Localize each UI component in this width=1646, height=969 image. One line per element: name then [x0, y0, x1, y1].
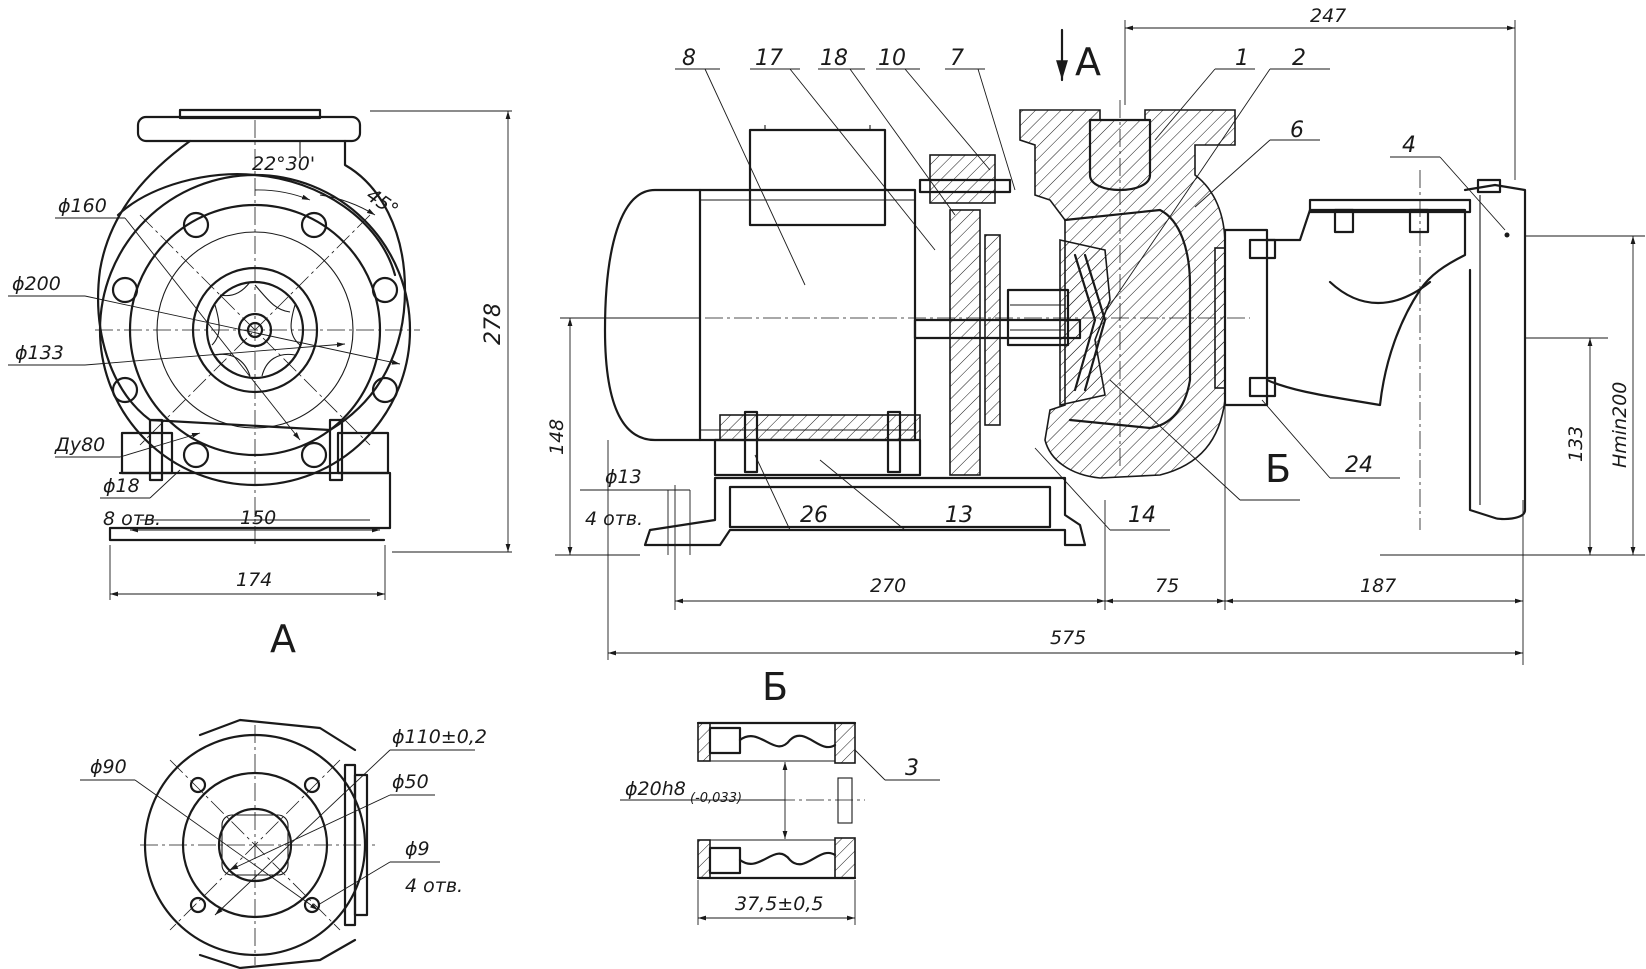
- dim-187: 187: [1360, 575, 1396, 597]
- callout-8: 8: [682, 46, 696, 71]
- dim-d133: ϕ133: [15, 342, 64, 364]
- callout-6: 6: [1290, 118, 1304, 143]
- motor-body: [698, 188, 917, 442]
- dim-d160: ϕ160: [58, 195, 107, 217]
- pump-casing: [1019, 109, 1236, 479]
- callout-13: 13: [945, 503, 973, 528]
- callout-7: 7: [950, 46, 964, 71]
- dim-d20-tol: (-0,033): [690, 791, 742, 806]
- dim-d9: ϕ9: [405, 838, 430, 860]
- section-marker-a: А: [1075, 40, 1101, 84]
- terminal-box: [748, 128, 887, 227]
- view-label-a: А: [270, 617, 296, 661]
- dim-hmin200: Hmin200: [1609, 382, 1631, 468]
- dim-d20h8: ϕ20h8: [625, 778, 686, 800]
- dim-angle-45: 45°: [362, 184, 402, 221]
- dim-174: 174: [236, 569, 272, 591]
- dim-37-5: 37,5±0,5: [735, 893, 823, 915]
- callout-1: 1: [1235, 46, 1249, 71]
- dim-575: 575: [1050, 627, 1086, 649]
- callout-17: 17: [755, 46, 783, 71]
- dim-d50: ϕ50: [392, 771, 429, 793]
- holes-4-flange: 4 отв.: [405, 875, 463, 897]
- detail-b-seal: Б ϕ20h8 (-0,033) 37,5±0,5 3: [620, 665, 940, 925]
- part-callouts: 8 17 18 10 7 1 2 6 4 24 14 13 26: [675, 46, 1506, 531]
- dim-133: 133: [1565, 426, 1587, 462]
- section-marker-b: Б: [1265, 447, 1291, 491]
- motor-end-cap: [603, 188, 702, 442]
- callout-14: 14: [1128, 503, 1156, 528]
- dim-angle-22-30: 22°30': [252, 153, 315, 175]
- dim-148: 148: [546, 419, 568, 455]
- holes-8: 8 отв.: [103, 508, 161, 530]
- base-frame: [643, 476, 1087, 547]
- dim-d13: ϕ13: [605, 466, 642, 488]
- outlet-elbow: [1265, 208, 1467, 407]
- holes-4-base: 4 отв.: [585, 508, 643, 530]
- callout-10: 10: [878, 46, 906, 71]
- dim-278: 278: [481, 303, 506, 345]
- callout-18: 18: [820, 46, 848, 71]
- dim-dn80: Ду80: [54, 434, 105, 456]
- dim-d90: ϕ90: [90, 756, 127, 778]
- dim-75: 75: [1155, 575, 1179, 597]
- callout-26: 26: [800, 503, 828, 528]
- front-view: 278 174 150 ϕ160 ϕ200 ϕ133 22°30' 45° Ду…: [8, 108, 512, 661]
- dim-270: 270: [870, 575, 906, 597]
- dim-150: 150: [240, 507, 276, 529]
- side-section-view: А 247 270 75 187 575 148 ϕ13 4 отв.: [546, 5, 1645, 665]
- dim-d200: ϕ200: [12, 273, 61, 295]
- dim-247: 247: [1310, 5, 1346, 27]
- dim-d18: ϕ18: [103, 475, 140, 497]
- dim-d110: ϕ110±0,2: [392, 726, 487, 748]
- callout-2: 2: [1292, 46, 1306, 71]
- callout-3: 3: [905, 756, 919, 781]
- detail-label-b: Б: [762, 665, 788, 709]
- outlet-flange-view: ϕ90 ϕ110±0,2 ϕ50 ϕ9 4 отв.: [80, 718, 487, 969]
- callout-4: 4: [1402, 133, 1416, 158]
- callout-24: 24: [1345, 453, 1373, 478]
